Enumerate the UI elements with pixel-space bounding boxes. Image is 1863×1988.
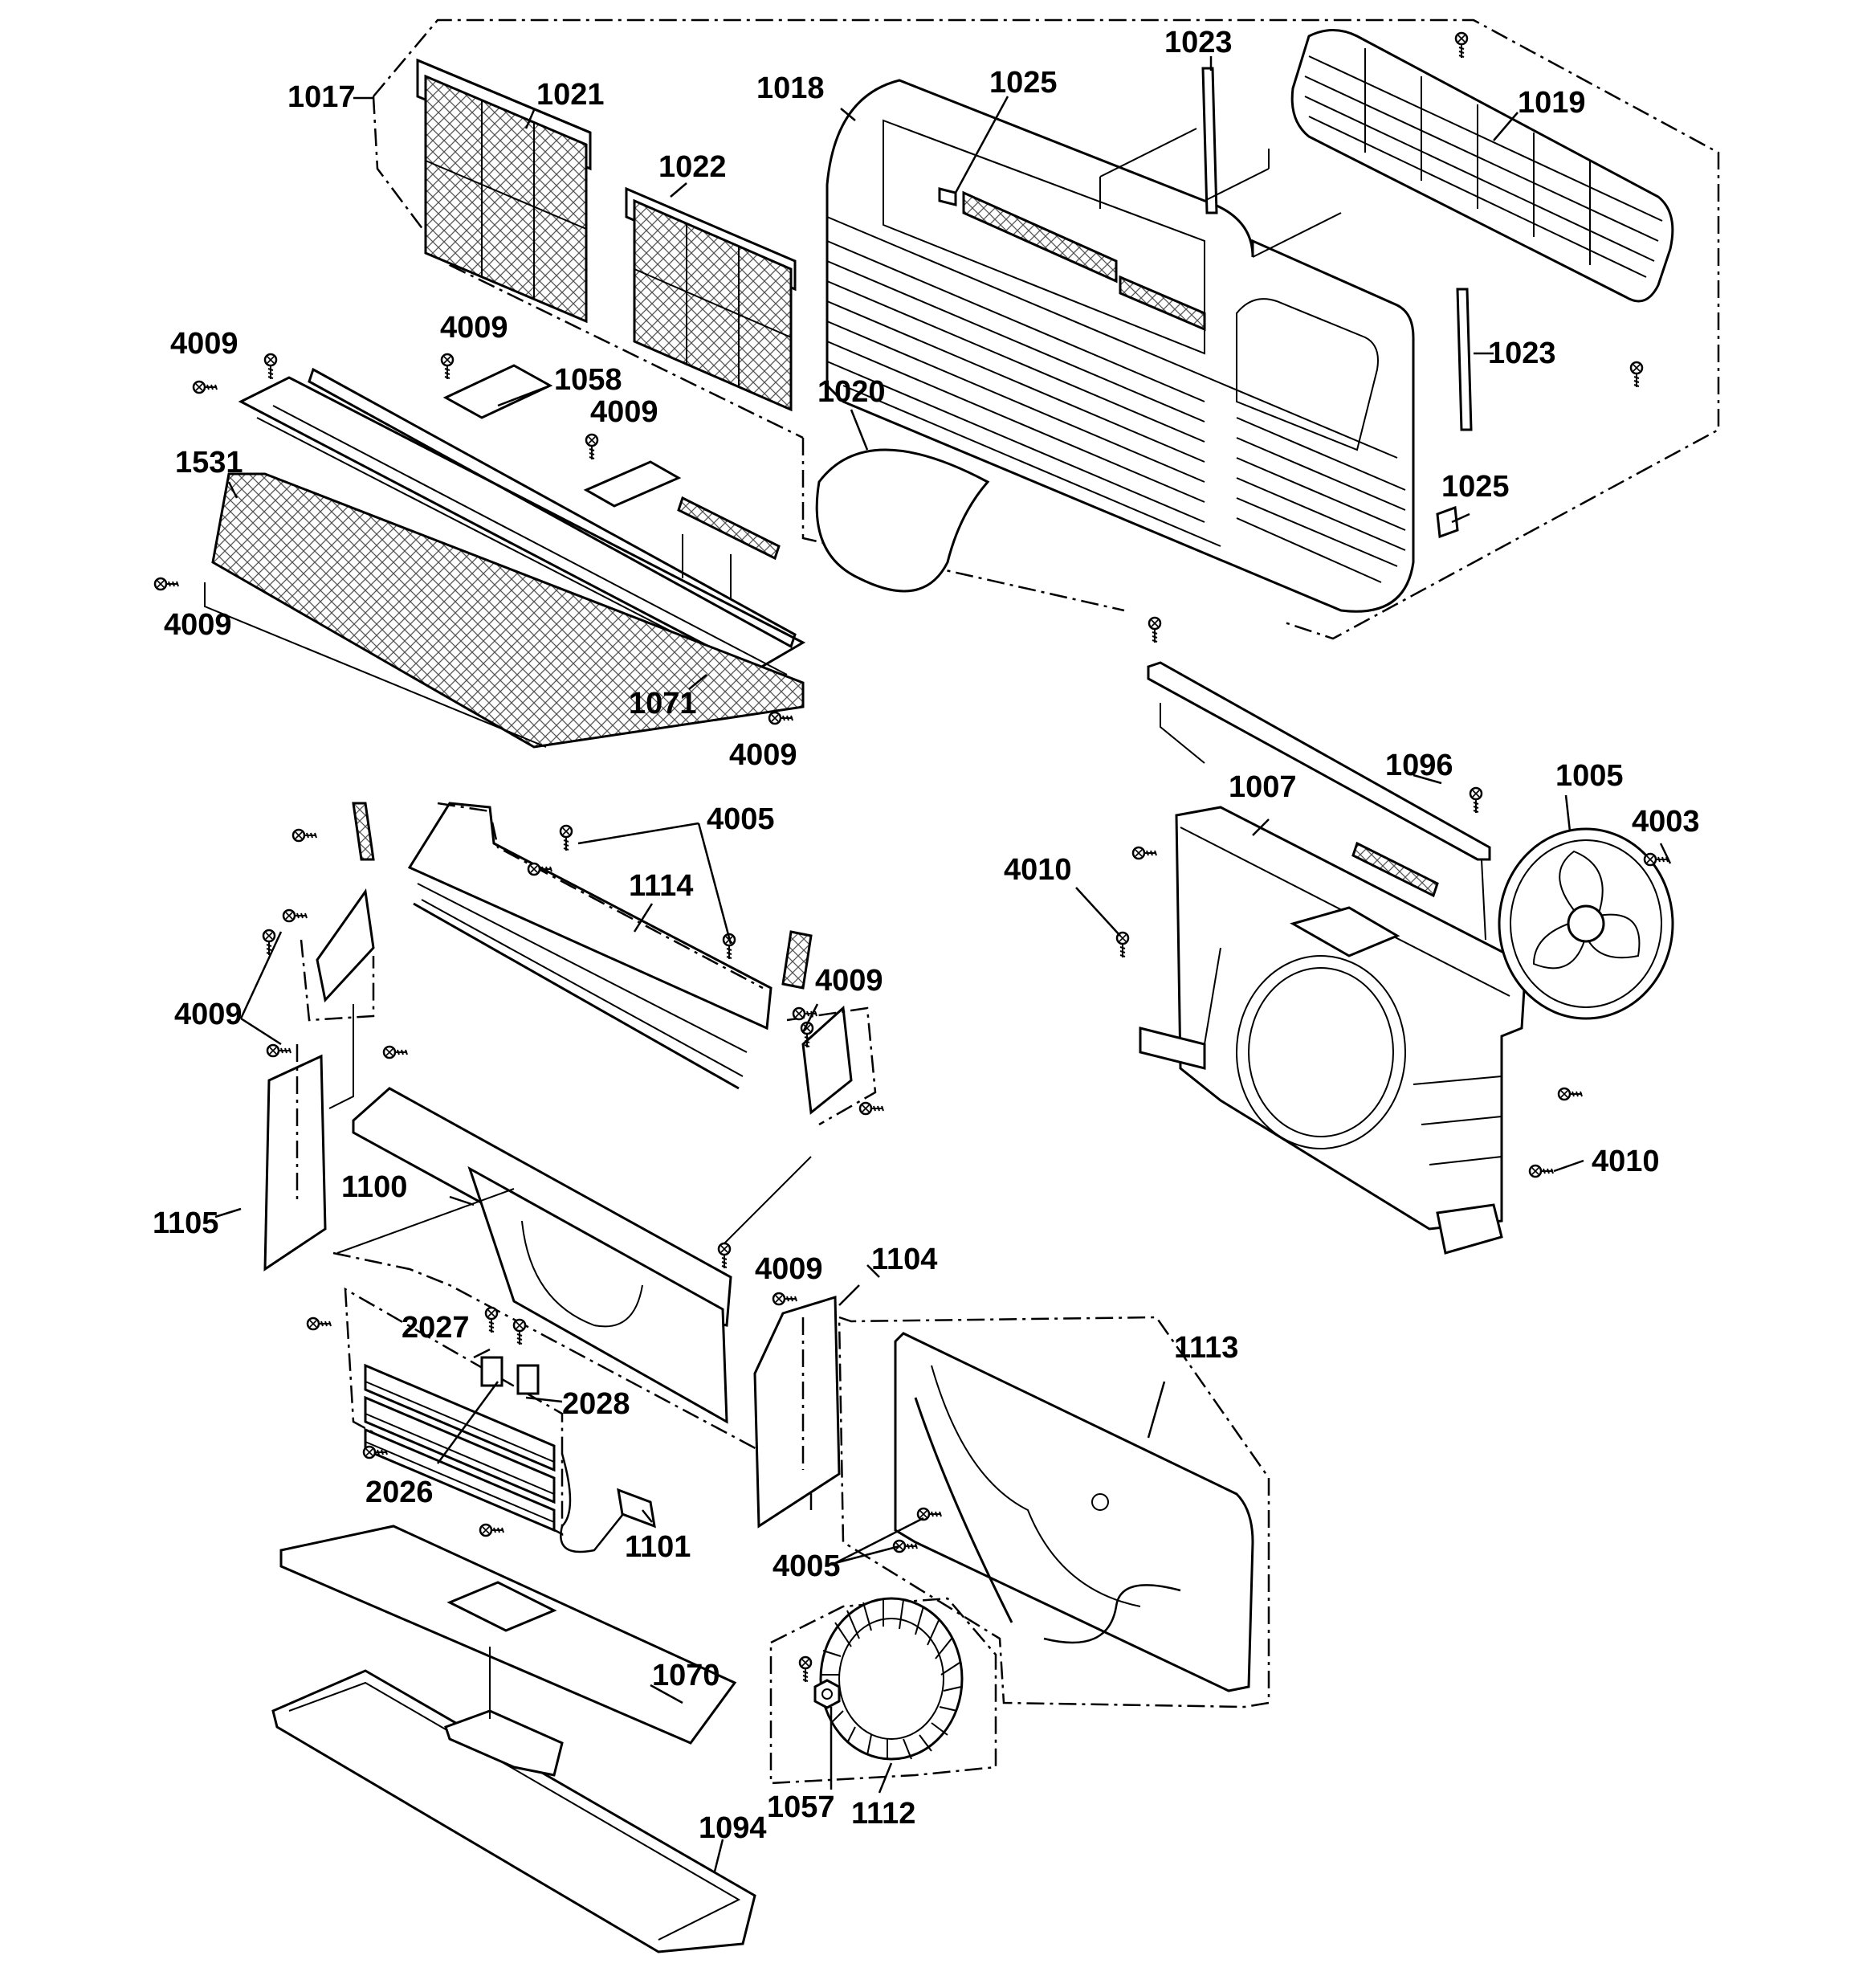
clip-1025b: [1436, 505, 1459, 539]
callout-4010-left: 4010: [1004, 853, 1072, 887]
insulation-1070: [279, 1525, 737, 1745]
callout-4003: 4003: [1632, 805, 1700, 839]
louver-door-1019: [1290, 29, 1674, 303]
callout-4009-f: 4009: [815, 964, 883, 998]
callout-2027: 2027: [402, 1311, 470, 1345]
flap-1020: [815, 448, 990, 593]
callout-1020: 1020: [817, 375, 886, 409]
top-connection-lines: [1099, 128, 1342, 258]
shroud-1007: [1139, 806, 1527, 1255]
nut-1057: [813, 1679, 841, 1709]
callout-2028: 2028: [562, 1387, 630, 1421]
callout-1094: 1094: [699, 1811, 767, 1845]
callout-1025-bottom: 1025: [1441, 470, 1510, 504]
base-pan-1094: [271, 1647, 756, 1953]
front-cover-1018: [826, 79, 1415, 613]
callout-4009-g: 4009: [174, 998, 243, 1031]
fan-1005: [1498, 827, 1674, 1020]
callout-1531: 1531: [175, 446, 243, 480]
callout-1005: 1005: [1555, 759, 1624, 793]
callout-1007: 1007: [1229, 770, 1297, 804]
rail-1071-leaders: [204, 534, 732, 748]
callout-1100: 1100: [341, 1170, 407, 1204]
callout-1017: 1017: [287, 80, 356, 114]
callout-1071: 1071: [629, 687, 697, 720]
callout-1113: 1113: [1174, 1331, 1238, 1365]
leader-lines: [214, 56, 1672, 1872]
filter-1021: [416, 58, 592, 324]
callout-1105: 1105: [153, 1206, 218, 1240]
callout-1070: 1070: [652, 1659, 720, 1692]
top-panel-1114: [407, 802, 773, 1090]
callout-1114: 1114: [629, 869, 693, 903]
callout-1058: 1058: [554, 363, 622, 397]
heater-2026: [344, 1287, 564, 1537]
side-brackets-left: [300, 802, 375, 1022]
callout-4009-h: 4009: [755, 1252, 823, 1286]
callout-4009-e: 4009: [729, 738, 797, 772]
callout-1023-bottom: 1023: [1488, 337, 1556, 370]
bracket-1023b: [1456, 288, 1473, 431]
callout-2026: 2026: [365, 1476, 434, 1509]
callout-4010-right: 4010: [1592, 1145, 1660, 1178]
callout-1022: 1022: [658, 150, 727, 184]
callout-1018: 1018: [756, 71, 825, 105]
grille-1531: [211, 472, 805, 749]
bulkhead-1100: [352, 1087, 732, 1424]
callout-1023-top: 1023: [1164, 26, 1233, 59]
bar-1096: [1147, 661, 1491, 941]
wire-harness-1101: [560, 1453, 656, 1553]
callout-1057: 1057: [767, 1790, 835, 1824]
scroll-1113: [838, 1316, 1270, 1708]
callouts: 1017 1021 1018 1025 1023 1019 1022 1023 …: [153, 26, 1700, 1845]
callout-1019: 1019: [1518, 86, 1586, 120]
callout-1101: 1101: [625, 1530, 691, 1564]
side-brackets-right: [781, 930, 877, 1126]
callout-4009-a: 4009: [170, 327, 238, 361]
louver-lines: [826, 240, 1406, 583]
panel-1105: [263, 1044, 327, 1272]
callout-1104: 1104: [871, 1243, 937, 1276]
mid-connection-lines: [328, 1004, 813, 1510]
callout-1021: 1021: [536, 78, 605, 112]
blower-1112: [769, 1597, 997, 1785]
group-1017-boundary: [372, 18, 1720, 640]
callout-1025-top: 1025: [989, 66, 1058, 100]
callout-4009-d: 4009: [164, 608, 232, 642]
callout-4005-bottom: 4005: [773, 1549, 841, 1583]
panel-1104: [753, 1295, 841, 1529]
callout-4009-b: 4009: [440, 311, 508, 345]
callout-4009-c: 4009: [590, 395, 658, 429]
callout-1112: 1112: [851, 1797, 915, 1831]
filter-1022: [625, 186, 797, 412]
rail-1071: [238, 364, 806, 684]
callout-1096: 1096: [1385, 749, 1453, 782]
callout-4005-top: 4005: [707, 802, 775, 836]
bracket-1023a: [1201, 67, 1218, 214]
